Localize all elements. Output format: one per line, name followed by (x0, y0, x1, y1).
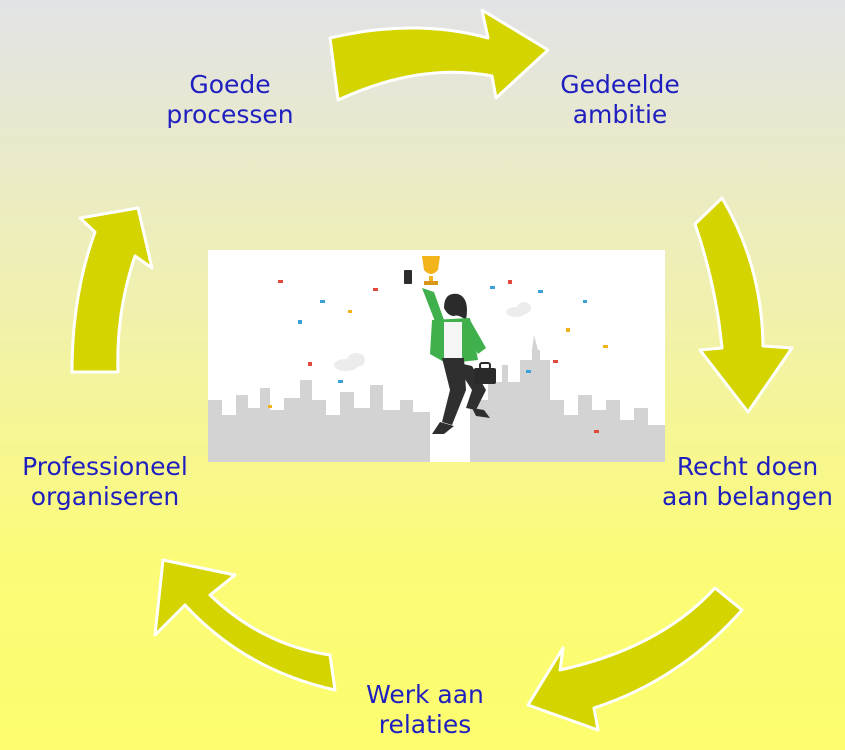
step-goede-processen-line1: Goede (189, 70, 271, 99)
arrow-bottom-right (526, 586, 744, 732)
step-gedeelde-ambitie-line2: ambitie (572, 100, 668, 129)
arrow-bottom-left (153, 558, 337, 692)
step-werk-aan-relaties: Werk aan relaties (320, 680, 530, 740)
step-professioneel-organiseren: Professioneel organiseren (0, 452, 210, 512)
woman-figure (422, 288, 490, 434)
arrow-right (693, 196, 794, 414)
step-recht-doen: Recht doen aan belangen (650, 452, 845, 512)
step-goede-processen: Goede processen (120, 70, 340, 130)
step-werk-aan-relaties-line2: relaties (378, 710, 472, 739)
trophy-icon (422, 256, 440, 285)
step-recht-doen-line1: Recht doen (676, 452, 819, 481)
arrow-top (328, 8, 550, 102)
celebration-illustration (208, 250, 665, 462)
briefcase-icon (474, 362, 496, 384)
phone-icon (404, 270, 412, 284)
step-gedeelde-ambitie: Gedeelde ambitie (520, 70, 720, 130)
step-recht-doen-line2: aan belangen (662, 482, 833, 511)
step-werk-aan-relaties-line1: Werk aan (366, 680, 484, 709)
step-goede-processen-line2: processen (166, 100, 294, 129)
celebration-image (208, 256, 665, 462)
arrow-left (70, 206, 154, 374)
step-professioneel-organiseren-line1: Professioneel (22, 452, 188, 481)
step-professioneel-organiseren-line2: organiseren (30, 482, 180, 511)
step-gedeelde-ambitie-line1: Gedeelde (560, 70, 680, 99)
clouds (334, 302, 531, 371)
city-skyline (208, 335, 665, 462)
